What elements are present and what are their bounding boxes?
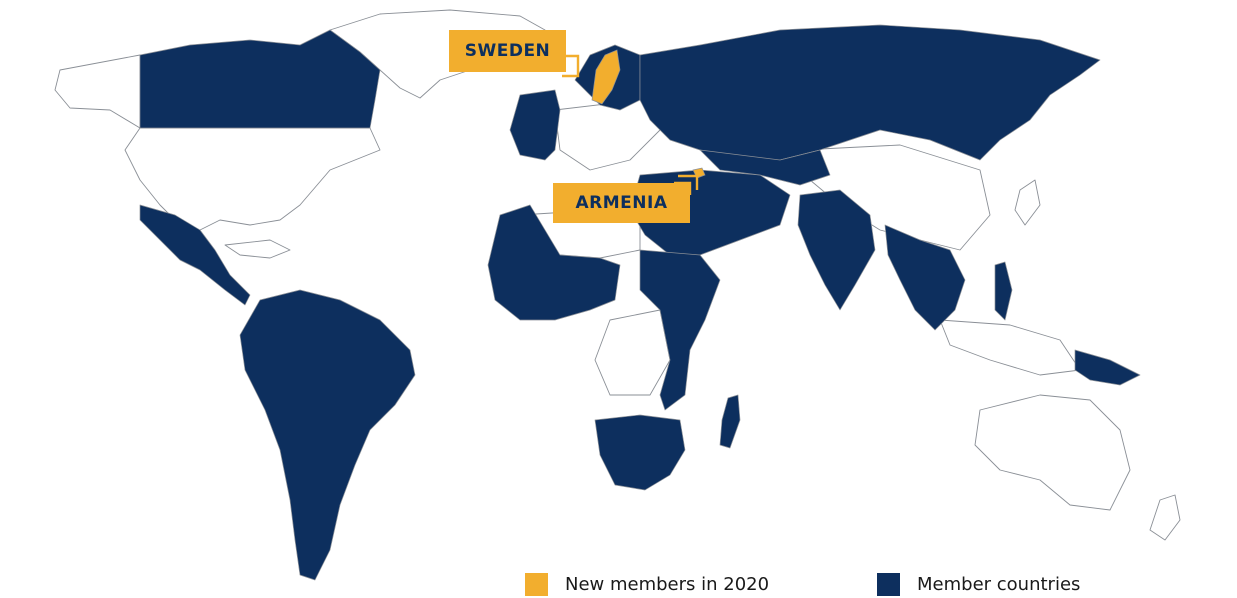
country-madagascar [719,394,741,449]
sweden-label-text: SWEDEN [464,41,551,61]
sweden-label: SWEDEN [449,30,566,72]
region-east-africa [639,249,721,411]
region-south-america [239,289,416,581]
region-central-asia [699,149,831,186]
member-countries-label: Member countries [917,573,1081,595]
country-canada [139,29,381,129]
legend-member-countries: Member countries [877,571,1080,597]
armenia-label-text: ARMENIA [575,193,668,213]
new-members-swatch [525,572,548,596]
country-sweden [591,49,621,105]
region-west-africa [487,204,621,321]
country-mexico [139,204,251,306]
armenia-label: ARMENIA [553,183,690,223]
legend-new-members: New members in 2020 [525,571,769,597]
region-southeast-asia [884,224,966,331]
sweden-callout-line [562,54,580,78]
country-india [797,189,876,311]
member-countries [139,24,1141,581]
armenia-callout-line-outer [678,174,699,190]
country-papua-new-guinea [1074,349,1141,386]
region-western-europe [509,89,561,161]
country-russia [639,24,1101,161]
country-philippines [994,261,1013,321]
member-countries-swatch [877,572,900,596]
region-southern-africa [594,414,686,491]
new-members-label: New members in 2020 [565,573,770,595]
